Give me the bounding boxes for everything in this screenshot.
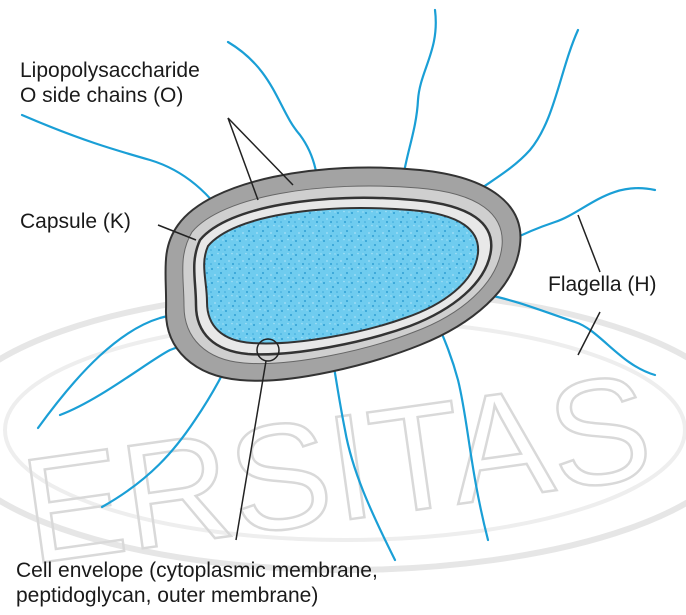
lps-label-line1: Lipopolysaccharide xyxy=(20,58,200,83)
flagella-leader xyxy=(578,215,600,272)
bacterial-cell xyxy=(165,167,520,380)
lps-leader xyxy=(228,118,293,185)
envelope-label-line1: Cell envelope (cytoplasmic membrane, xyxy=(16,558,378,583)
envelope-label-line2: peptidoglycan, outer membrane) xyxy=(16,583,378,608)
lps-label: Lipopolysaccharide O side chains (O) xyxy=(20,58,200,108)
lps-label-line2: O side chains (O) xyxy=(20,83,200,108)
envelope-label: Cell envelope (cytoplasmic membrane, pep… xyxy=(16,558,378,608)
flagella-label: Flagella (H) xyxy=(548,272,657,297)
capsule-label: Capsule (K) xyxy=(20,209,131,234)
